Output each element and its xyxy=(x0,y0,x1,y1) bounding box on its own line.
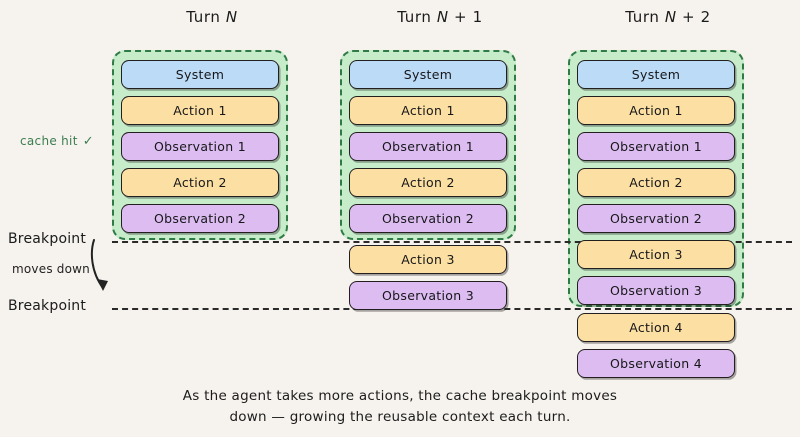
caption: As the agent takes more actions, the cac… xyxy=(0,386,800,428)
column-title-prefix: Turn xyxy=(625,8,665,26)
column-title-prefix: Turn xyxy=(397,8,437,26)
message-box[interactable]: Action 3 xyxy=(577,240,735,269)
message-box[interactable]: Action 3 xyxy=(349,245,507,274)
caption-line-1: As the agent takes more actions, the cac… xyxy=(182,388,618,404)
message-box[interactable]: Action 1 xyxy=(121,96,279,125)
message-box[interactable]: System xyxy=(577,60,735,89)
message-box[interactable]: Observation 3 xyxy=(577,276,735,305)
message-box[interactable]: Action 4 xyxy=(577,313,735,342)
cache-hit-text: cache hit xyxy=(20,134,78,148)
column-title-turn-n-plus-2: Turn N + 2 xyxy=(573,8,763,26)
message-box[interactable]: Observation 1 xyxy=(349,132,507,161)
column-title-var: N xyxy=(225,8,238,26)
caption-line-2: down — growing the reusable context each… xyxy=(229,409,571,425)
message-box[interactable]: Action 1 xyxy=(349,96,507,125)
column-title-var: N xyxy=(664,8,677,26)
breakpoint-label-lower: Breakpoint xyxy=(8,298,87,314)
column-title-turn-n: Turn N xyxy=(117,8,307,26)
breakpoint-label-upper: Breakpoint xyxy=(8,231,87,247)
message-box[interactable]: Observation 1 xyxy=(577,132,735,161)
column-title-var: N xyxy=(436,8,449,26)
message-box[interactable]: Observation 3 xyxy=(349,281,507,310)
message-box[interactable]: Action 1 xyxy=(577,96,735,125)
column-title-suffix: + 1 xyxy=(448,8,483,26)
column-title-suffix: + 2 xyxy=(676,8,711,26)
message-box[interactable]: Action 2 xyxy=(121,168,279,197)
message-box[interactable]: Observation 2 xyxy=(577,204,735,233)
message-box[interactable]: Observation 4 xyxy=(577,349,735,378)
moves-down-arrow-icon xyxy=(90,239,108,291)
message-box[interactable]: Observation 2 xyxy=(121,204,279,233)
column-title-prefix: Turn xyxy=(186,8,226,26)
message-box[interactable]: System xyxy=(121,60,279,89)
message-box[interactable]: Action 2 xyxy=(349,168,507,197)
cache-hit-label: cache hit ✓ xyxy=(20,134,94,149)
message-box[interactable]: System xyxy=(349,60,507,89)
message-box[interactable]: Observation 1 xyxy=(121,132,279,161)
column-title-turn-n-plus-1: Turn N + 1 xyxy=(345,8,535,26)
message-box[interactable]: Action 2 xyxy=(577,168,735,197)
message-box[interactable]: Observation 2 xyxy=(349,204,507,233)
check-icon: ✓ xyxy=(82,134,94,149)
moves-down-label: moves down xyxy=(12,262,90,276)
breakpoint-line-upper xyxy=(112,241,792,243)
